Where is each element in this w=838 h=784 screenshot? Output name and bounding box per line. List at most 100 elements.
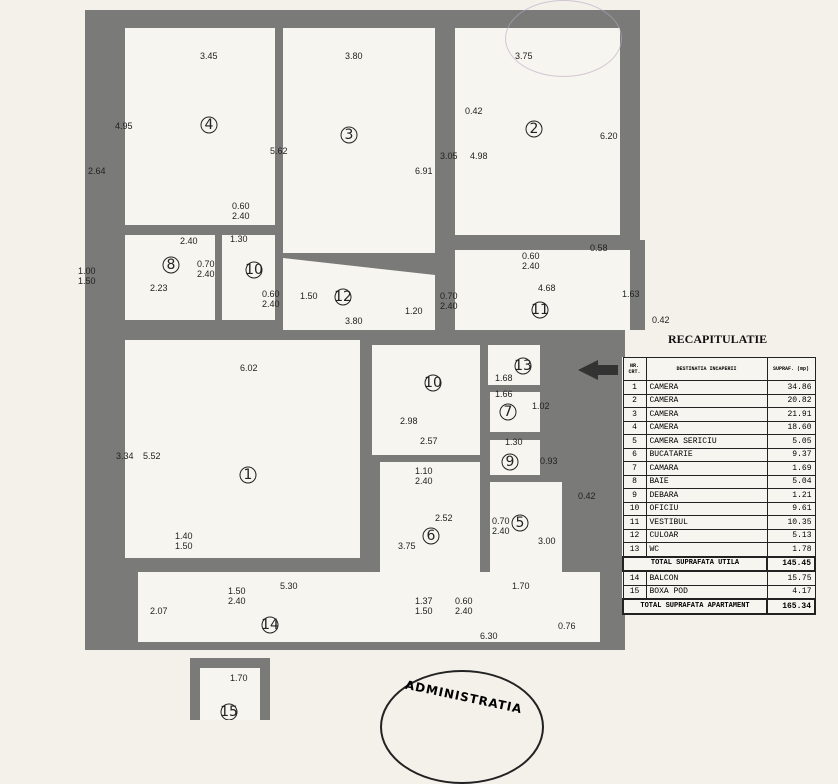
- row-area: 4.17: [766, 584, 816, 600]
- row-name: BUCATARIE: [645, 447, 768, 462]
- total-label: TOTAL SUPRAFATA UTILA: [622, 555, 768, 572]
- dimension-label: 3.80: [345, 51, 363, 61]
- room-number-circle: [531, 301, 549, 319]
- dimension-label: 0.60 2.40: [232, 201, 250, 221]
- row-area: 10.35: [766, 515, 816, 530]
- header-nr: NR. CRT.: [622, 357, 647, 381]
- dimension-label: 1.40 1.50: [175, 531, 193, 551]
- row-nr: 3: [622, 407, 647, 422]
- room-number-circle: [514, 357, 532, 375]
- dimension-label: 2.40: [180, 236, 198, 246]
- row-nr: 12: [622, 528, 647, 543]
- dimension-label: 0.58: [590, 243, 608, 253]
- row-area: 1.78: [766, 542, 816, 557]
- dimension-label: 4.95: [115, 121, 133, 131]
- row-name: BALCON: [645, 570, 768, 586]
- dimension-label: 1.30: [505, 437, 523, 447]
- dimension-label: 1.68: [495, 373, 513, 383]
- room-number-circle: [525, 120, 543, 138]
- room-number-circle: [220, 703, 238, 720]
- row-area: 20.82: [766, 393, 816, 408]
- recap-table: NR. CRT. DESTINATIA INCAPERII SUPRAF. (m…: [622, 357, 816, 615]
- room-number-circle: [334, 288, 352, 306]
- dimension-label: 3.80: [345, 316, 363, 326]
- room-number: 11: [531, 302, 549, 318]
- dimension-label: 1.30: [230, 234, 248, 244]
- room-number: 10: [424, 375, 442, 391]
- row-nr: 11: [622, 515, 647, 530]
- row-nr: 9: [622, 488, 647, 503]
- row-area: 15.75: [766, 570, 816, 586]
- dimension-label: 4.98: [470, 151, 488, 161]
- row-area: 34.86: [766, 380, 816, 395]
- room-number: 14: [261, 617, 279, 633]
- row-name: CAMERA: [645, 380, 768, 395]
- room-number: 13: [514, 358, 532, 374]
- row-area: 18.60: [766, 420, 816, 435]
- row-area: 1.21: [766, 488, 816, 503]
- room-number-circle: [261, 616, 279, 634]
- room-number-circle: [340, 126, 358, 144]
- dimension-label: 1.70: [512, 581, 530, 591]
- row-area: 21.91: [766, 407, 816, 422]
- dimension-label: 3.75: [398, 541, 416, 551]
- row-name: CAMERA: [645, 393, 768, 408]
- dimension-label: 6.02: [240, 363, 258, 373]
- room-number: 15: [220, 704, 238, 720]
- room-number-circle: [424, 374, 442, 392]
- dimension-label: 2.52: [435, 513, 453, 523]
- room-number-circle: [501, 453, 519, 471]
- stamp-text: ADMINISTRATIA: [403, 677, 524, 717]
- row-name: BAIE: [645, 474, 768, 489]
- row-nr: 14: [622, 570, 647, 586]
- header-area: SUPRAF. (mp): [766, 357, 816, 381]
- room-number-circle: [239, 466, 257, 484]
- dimension-label: 1.50: [300, 291, 318, 301]
- dimension-label: 0.93: [540, 456, 558, 466]
- row-name: CULOAR: [645, 528, 768, 543]
- row-name: OFICIU: [645, 501, 768, 516]
- dimension-label: 1.50 2.40: [228, 586, 246, 606]
- room-number: 7: [504, 404, 513, 420]
- dimension-label: 6.30: [480, 631, 498, 641]
- dimension-label: 0.60 2.40: [455, 596, 473, 616]
- dimension-label: 0.76: [558, 621, 576, 631]
- dimension-label: 2.07: [150, 606, 168, 616]
- row-area: 1.69: [766, 461, 816, 476]
- room-number-circle: [422, 527, 440, 545]
- dimension-label: 5.30: [280, 581, 298, 591]
- dimension-label: 1.70: [230, 673, 248, 683]
- row-name: WC: [645, 542, 768, 557]
- dimension-label: 0.42: [578, 491, 596, 501]
- row-area: 9.37: [766, 447, 816, 462]
- dimension-label: 2.23: [150, 283, 168, 293]
- row-nr: 8: [622, 474, 647, 489]
- room-number: 4: [205, 117, 214, 133]
- dimension-label: 0.42: [652, 315, 670, 325]
- dimension-label: 3.05: [440, 151, 458, 161]
- dimension-label: 3.45: [200, 51, 218, 61]
- room-number: 6: [427, 528, 436, 544]
- row-nr: 7: [622, 461, 647, 476]
- dimension-label: 0.70 2.40: [197, 259, 215, 279]
- dimension-label: 0.60 2.40: [522, 251, 540, 271]
- row-name: VESTIBUL: [645, 515, 768, 530]
- total-area: 145.45: [766, 555, 816, 572]
- dimension-label: 2.57: [420, 436, 438, 446]
- row-nr: 15: [622, 584, 647, 600]
- room-number: 3: [345, 127, 354, 143]
- dimension-label: 1.37 1.50: [415, 596, 433, 616]
- dimension-label: 1.20: [405, 306, 423, 316]
- dimension-label: 2.64: [88, 166, 106, 176]
